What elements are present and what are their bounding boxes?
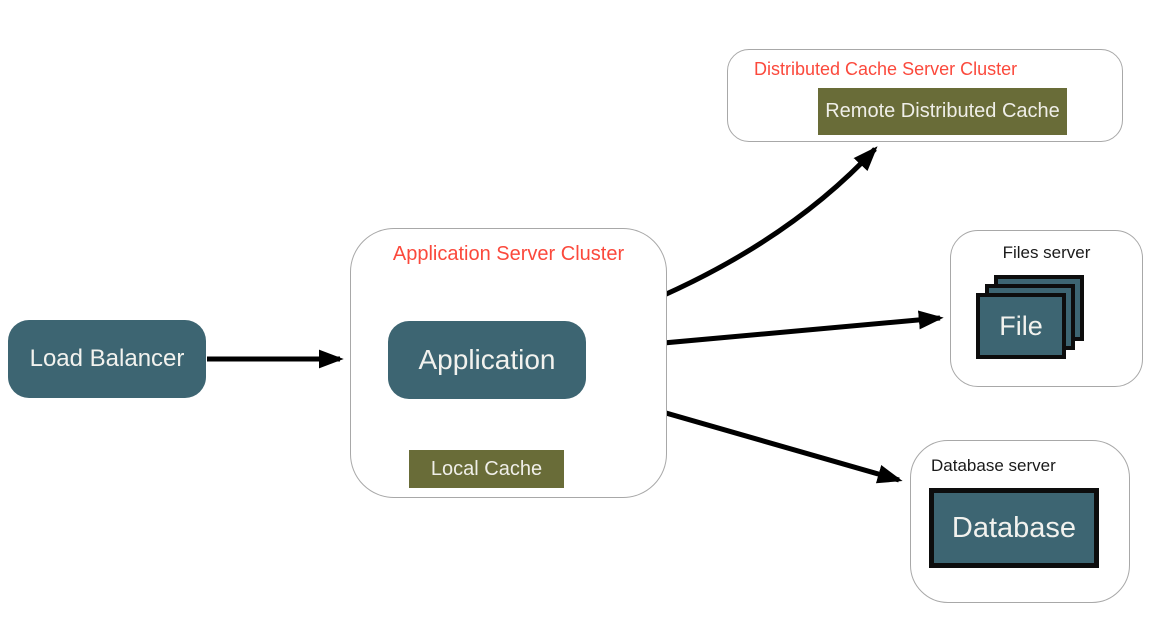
remote-distributed-cache-node: Remote Distributed Cache (818, 88, 1067, 135)
database-server-title: Database server (931, 456, 1056, 475)
local-cache-node: Local Cache (409, 450, 564, 488)
load-balancer-node: Load Balancer (8, 320, 206, 398)
file-label: File (999, 310, 1043, 341)
database-server-container: Database server Database (910, 440, 1130, 603)
remote-distributed-cache-label: Remote Distributed Cache (825, 100, 1060, 122)
load-balancer-label: Load Balancer (29, 345, 185, 372)
file-node: File (976, 293, 1066, 359)
files-server-container: Files server File (950, 230, 1143, 387)
files-server-title: Files server (1002, 243, 1091, 262)
application-label: Application (418, 344, 556, 375)
application-node: Application (388, 321, 586, 399)
database-label: Database (951, 511, 1077, 544)
distributed-cache-cluster-title: Distributed Cache Server Cluster (754, 59, 1018, 79)
application-server-cluster: Application Server Cluster Application L… (350, 228, 667, 498)
local-cache-label: Local Cache (430, 457, 543, 480)
database-node: Database (929, 488, 1099, 568)
distributed-cache-server-cluster: Distributed Cache Server Cluster Remote … (727, 49, 1123, 142)
application-server-cluster-title: Application Server Cluster (392, 243, 625, 265)
